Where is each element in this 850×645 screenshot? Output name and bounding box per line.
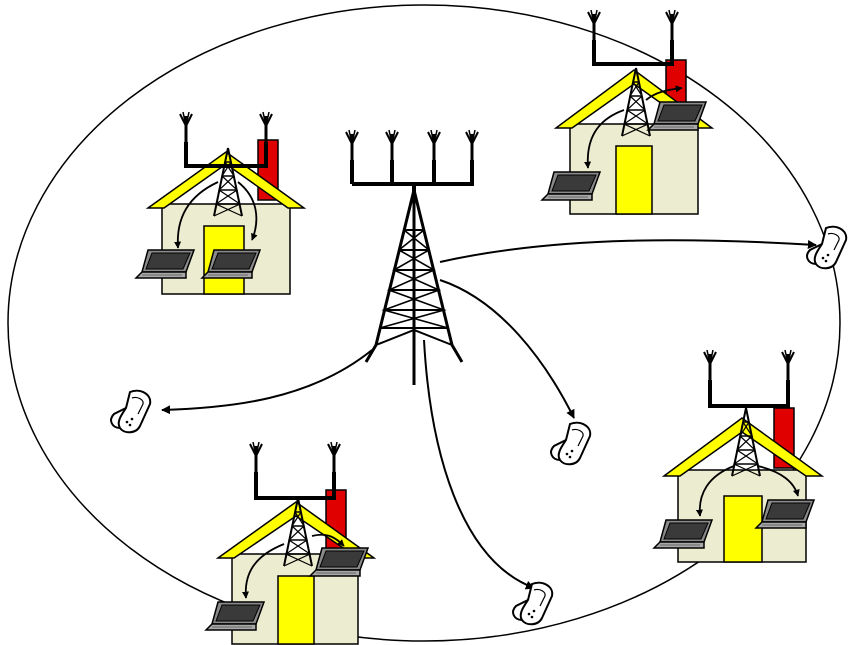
house-bottom-left xyxy=(205,440,377,645)
mobile-phone-icon xyxy=(110,389,152,434)
house-top-left xyxy=(135,110,307,295)
mobile-phone-icon xyxy=(550,421,592,466)
door-icon xyxy=(723,495,763,563)
phone-right xyxy=(806,225,848,270)
phone-bottom xyxy=(512,581,554,626)
laptop-icon xyxy=(205,601,265,631)
door-icon xyxy=(277,575,315,645)
laptop-icon xyxy=(647,101,707,131)
laptop-icon xyxy=(653,519,713,549)
phone-left xyxy=(110,389,152,434)
laptop-icon xyxy=(135,249,195,279)
house-top-right xyxy=(541,8,715,215)
mobile-phone-icon xyxy=(806,225,848,270)
door-icon xyxy=(615,145,653,215)
wireless-links xyxy=(161,239,817,590)
lattice-tower-icon xyxy=(344,128,480,385)
house-bottom-right xyxy=(653,348,825,563)
mobile-phone-icon xyxy=(512,581,554,626)
laptop-icon xyxy=(309,547,369,577)
coverage-boundary xyxy=(7,4,841,642)
laptop-icon xyxy=(541,171,601,201)
phone-center xyxy=(550,421,592,466)
